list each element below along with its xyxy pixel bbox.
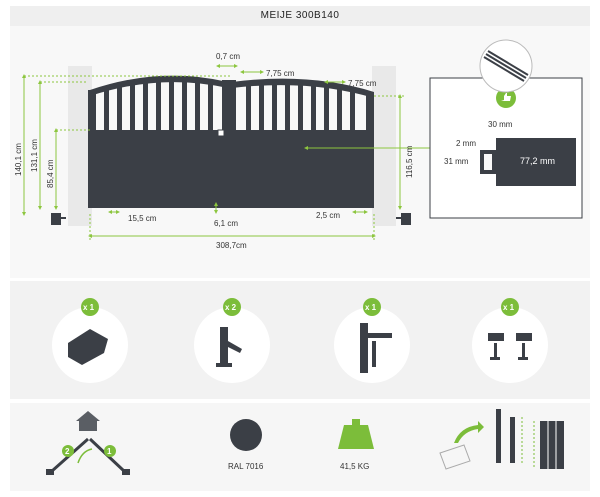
profile-detail-box: 30 mm 2 mm 31 mm 77,2 mm (429, 39, 583, 219)
box-icon (439, 444, 471, 470)
weight-group: 41,5 KG (338, 419, 374, 471)
gate-stops-icon (488, 333, 532, 360)
dim-85-4: 85,4 cm (46, 159, 55, 188)
dim-116-5: 116,5 cm (405, 145, 414, 178)
right-leaf-bars (246, 81, 355, 132)
lock-box (217, 129, 225, 137)
weight-label: 41,5 KG (340, 462, 369, 471)
left-leaf-top-rail (90, 75, 228, 96)
accessory-1: x 1 (52, 298, 128, 383)
left-ground-stop (51, 213, 66, 225)
profile-height: 31 mm (444, 157, 469, 166)
opening-2: 2 (65, 447, 70, 456)
gate-drawing-svg: 0,7 cm 7,75 cm 7,75 cm 140,1 cm 131,1 cm… (14, 39, 583, 250)
technical-drawing: 0,7 cm 7,75 cm 7,75 cm 140,1 cm 131,1 cm… (10, 26, 590, 278)
product-title: MEIJE 300B140 (10, 6, 590, 26)
right-leaf-mid-rail (234, 130, 370, 136)
dim-140-1: 140,1 cm (14, 143, 23, 176)
gate-leaves (88, 75, 374, 208)
profile-gap: 2 mm (456, 139, 476, 148)
lock-handle-icon (360, 323, 392, 373)
info-row: 2 1 RAL 7016 41,5 KG (10, 403, 590, 491)
dim-308-7: 308,7cm (216, 241, 247, 250)
house-icon (76, 411, 100, 431)
color-label: RAL 7016 (228, 462, 264, 471)
right-ground-stop (396, 213, 411, 225)
info-svg: 2 1 RAL 7016 41,5 KG (46, 409, 564, 475)
left-leaf-mid-rail (90, 130, 226, 136)
packaging-group (439, 409, 564, 470)
dim-0-7: 0,7 cm (216, 52, 240, 61)
profile-width: 30 mm (488, 120, 513, 129)
dim-15-5: 15,5 cm (128, 214, 157, 223)
thumbs-up-icon (501, 93, 511, 101)
left-leaf-bars (104, 79, 213, 132)
right-pillar (372, 66, 396, 226)
accessory-1-qty: x 1 (83, 303, 95, 312)
accessory-3: x 1 (334, 298, 410, 383)
accessories-svg: x 1 x 2 x 1 x 1 (52, 298, 548, 383)
right-leaf-center-post (230, 80, 236, 208)
hinge-bracket-icon (68, 329, 108, 365)
bars-bundle-icon (483, 50, 529, 82)
color-swatch-group: RAL 7016 (228, 419, 264, 471)
packaged-bar-1 (496, 409, 501, 463)
weight-icon (338, 425, 374, 449)
dim-2-5: 2,5 cm (316, 211, 340, 220)
packaged-panel (540, 421, 564, 469)
accessory-2-qty: x 2 (225, 303, 237, 312)
dim-131-1: 131,1 cm (30, 139, 39, 172)
packaged-bar-2 (510, 417, 515, 463)
left-leaf-lower-panel (90, 134, 226, 208)
right-leaf-lower-panel (234, 134, 370, 208)
wall-hinge-icon (216, 327, 242, 367)
accessory-4: x 1 (472, 298, 548, 383)
profile-section (496, 138, 576, 186)
dim-6-1: 6,1 cm (214, 219, 238, 228)
accessory-3-qty: x 1 (365, 303, 377, 312)
accessories-panel: x 1 x 2 x 1 x 1 (10, 281, 590, 399)
profile-length: 77,2 mm (520, 156, 555, 166)
dimension-lines (22, 64, 430, 240)
opening-direction: 2 1 (46, 411, 130, 475)
opening-1: 1 (107, 447, 112, 456)
accessory-2: x 2 (194, 298, 270, 383)
color-swatch (230, 419, 262, 451)
dim-7-75-b: 7,75 cm (348, 79, 377, 88)
packaging-arrow-icon (454, 421, 484, 443)
dim-7-75-a: 7,75 cm (266, 69, 295, 78)
accessory-4-qty: x 1 (503, 303, 515, 312)
